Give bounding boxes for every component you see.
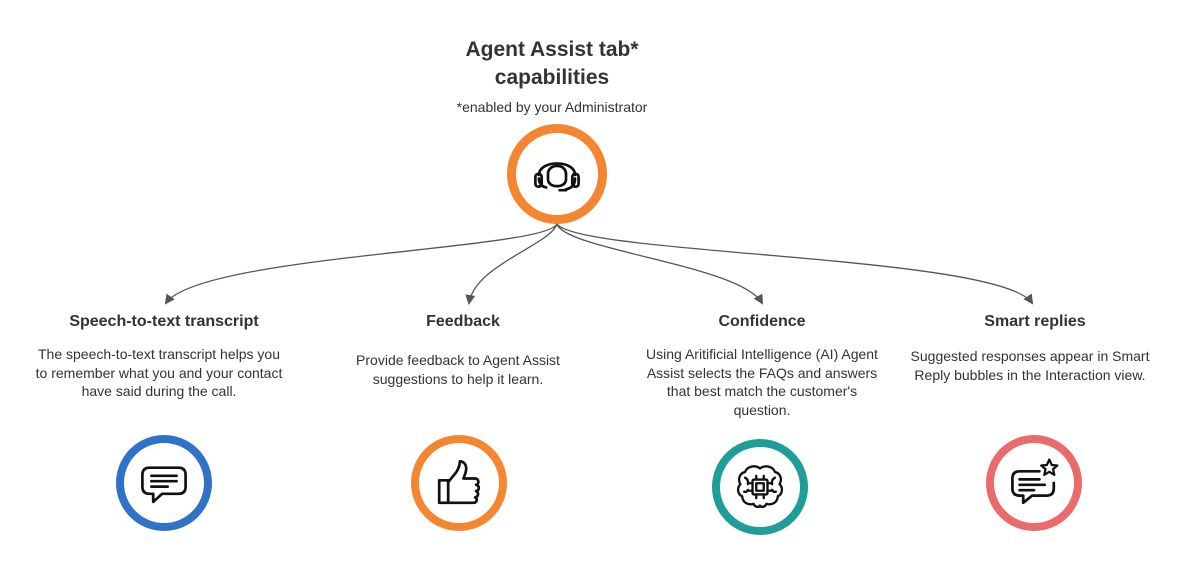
capability-desc-confidence: Using Aritificial Intelligence (AI) Agen… (646, 346, 878, 418)
capability-node-speech (116, 435, 212, 531)
chat-bubble-icon (141, 466, 187, 504)
capability-title-smart-replies: Smart replies (984, 313, 1086, 330)
diagram-title: Agent Assist tab* capabilities (412, 36, 692, 92)
thumbs-up-icon (437, 460, 481, 505)
title-line-1: Agent Assist tab* (465, 38, 639, 61)
connector-feedback (465, 223, 558, 305)
central-node (507, 124, 607, 224)
capability-node-smart-replies (986, 435, 1082, 531)
connector-speech (164, 223, 558, 305)
ai-brain-icon (736, 465, 784, 509)
headset-icon (534, 162, 580, 192)
capability-desc-speech: The speech-to-text transcript helps you … (35, 346, 283, 399)
connector-smart-replies (556, 223, 1034, 305)
capability-node-feedback (411, 435, 507, 531)
connector-confidence (556, 223, 764, 305)
capability-node-confidence (712, 439, 808, 535)
title-line-2: capabilities (494, 66, 610, 89)
capability-title-feedback: Feedback (426, 313, 500, 330)
capability-title-speech: Speech-to-text transcript (69, 313, 259, 330)
chat-star-icon (1011, 458, 1059, 505)
capability-desc-feedback: Provide feedback to Agent Assist suggest… (356, 352, 560, 387)
diagram-subtitle: *enabled by your Administrator (456, 99, 648, 115)
capability-title-confidence: Confidence (718, 313, 806, 330)
capability-desc-smart-replies: Suggested responses appear in Smart Repl… (910, 348, 1150, 383)
